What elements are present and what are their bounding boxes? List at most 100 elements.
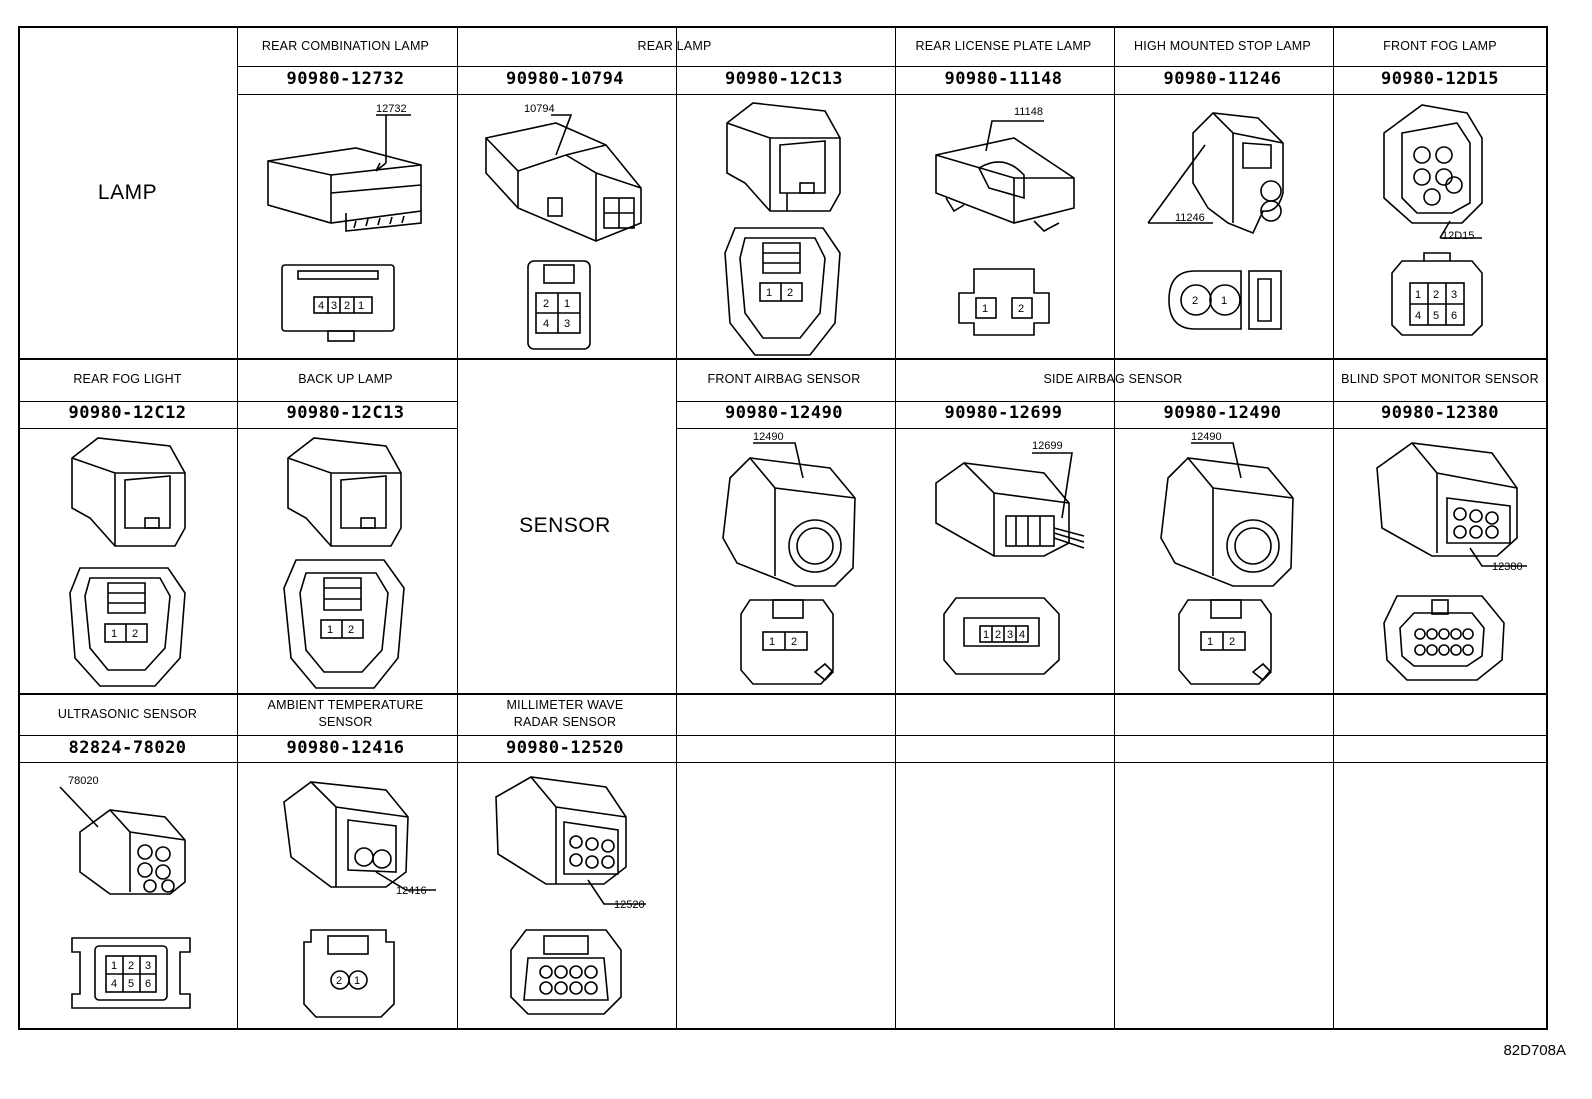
callout-label: 12490 — [753, 431, 784, 443]
pin-label: 2 — [1433, 289, 1439, 301]
part-number: 90980-12416 — [286, 738, 405, 758]
callout-label: 12699 — [1032, 440, 1063, 452]
callout-label: 12D15 — [1442, 230, 1474, 242]
part-number: 90980-12490 — [724, 403, 844, 423]
pin-label: 2 — [791, 636, 797, 648]
pin-label: 4 — [318, 300, 324, 312]
callout-label: 12732 — [376, 103, 407, 115]
title-high-mounted-stop-lamp: HIGH MOUNTED STOP LAMP — [1134, 38, 1311, 53]
pin-label: 2 — [132, 628, 138, 640]
connector-drawing-12C13-row2: 1 2 — [283, 437, 405, 689]
connector-drawing-12490-front: 12490 1 2 — [722, 431, 856, 685]
part-number: 90980-10794 — [505, 68, 625, 89]
connector-drawing-11246: 11246 2 1 — [1147, 112, 1284, 330]
group-label-lamp: LAMP — [97, 181, 158, 204]
pin-label: 1 — [1415, 289, 1421, 301]
connector-drawing-12C12: 1 2 — [69, 437, 186, 687]
part-number: 90980-12490 — [1163, 403, 1282, 423]
pin-label: 1 — [354, 975, 360, 987]
title-ultrasonic-sensor: ULTRASONIC SENSOR — [57, 706, 198, 721]
pin-label: 1 — [1207, 636, 1213, 648]
part-number: 90980-12C12 — [68, 403, 187, 423]
title-line: MILLIMETER WAVE — [506, 698, 624, 712]
connector-drawing-10794: 10794 2 1 4 3 — [485, 103, 642, 350]
title-ambient-temperature-sensor: AMBIENT TEMPERATURE SENSOR — [236, 694, 455, 734]
pin-label: 1 — [983, 629, 989, 641]
part-number: 82824-78020 — [68, 738, 187, 758]
pin-label: 4 — [1019, 629, 1025, 641]
pin-label: 4 — [543, 318, 549, 330]
pin-label: 2 — [1018, 303, 1024, 315]
title-millimeter-wave-radar-sensor: MILLIMETER WAVE RADAR SENSOR — [456, 694, 674, 734]
pin-label: 6 — [145, 978, 151, 990]
pin-label: 3 — [331, 300, 337, 312]
title-rear-combination-lamp: REAR COMBINATION LAMP — [261, 38, 430, 53]
pin-label: 5 — [128, 978, 134, 990]
pin-label: 2 — [787, 287, 793, 299]
pin-label: 3 — [564, 318, 570, 330]
part-number: 90980-11148 — [944, 68, 1063, 89]
title-line: AMBIENT TEMPERATURE — [267, 698, 424, 712]
part-number: 90980-12380 — [1380, 403, 1500, 423]
title-front-fog-lamp: FRONT FOG LAMP — [1383, 38, 1497, 53]
pin-label: 1 — [358, 300, 364, 312]
callout-label: 11148 — [1014, 106, 1043, 118]
part-number: 90980-12C13 — [724, 68, 844, 89]
pin-label: 3 — [1007, 629, 1013, 641]
pin-label: 1 — [982, 303, 988, 315]
callout-label: 11246 — [1175, 212, 1205, 224]
group-label-sensor: SENSOR — [519, 514, 611, 537]
connector-drawing-11148: 11148 1 2 — [935, 106, 1075, 336]
connector-drawing-12520: 12520 — [495, 776, 646, 1015]
connector-drawing-12732: 12732 4 3 2 1 — [267, 103, 422, 342]
callout-label: 78020 — [68, 775, 99, 787]
pin-label: 2 — [1192, 295, 1198, 307]
pin-label: 1 — [111, 628, 117, 640]
part-number: 90980-12699 — [944, 403, 1063, 423]
pin-label: 2 — [1229, 636, 1235, 648]
title-rear-license-plate-lamp: REAR LICENSE PLATE LAMP — [915, 38, 1092, 53]
pin-label: 3 — [145, 960, 151, 972]
pin-label: 1 — [766, 287, 772, 299]
pin-label: 3 — [1451, 289, 1457, 301]
figure-code: 82D708A — [1503, 1042, 1566, 1059]
connector-drawing-12380: 12380 — [1376, 442, 1527, 681]
pin-label: 2 — [128, 960, 134, 972]
callout-label: 12416 — [396, 885, 427, 897]
pin-label: 4 — [111, 978, 117, 990]
pin-label: 1 — [1221, 295, 1227, 307]
part-number: 90980-12732 — [286, 68, 405, 89]
connector-drawing-12C13-row1: 1 2 — [724, 102, 841, 356]
part-number: 90980-12D15 — [1380, 68, 1500, 89]
pin-label: 6 — [1451, 310, 1457, 322]
connector-drawing-12490-side: 12490 1 2 — [1160, 431, 1294, 685]
pin-label: 2 — [348, 624, 354, 636]
pin-label: 1 — [769, 636, 775, 648]
pin-label: 2 — [344, 300, 350, 312]
title-blind-spot-monitor-sensor: BLIND SPOT MONITOR SENSOR — [1341, 371, 1539, 386]
title-rear-lamp: REAR LAMP — [637, 38, 712, 53]
connector-drawing-12D15: 12D15 1 2 3 4 5 6 — [1383, 104, 1483, 336]
pin-label: 1 — [564, 298, 570, 310]
pin-label: 2 — [336, 975, 342, 987]
title-back-up-lamp: BACK UP LAMP — [298, 371, 393, 386]
pin-label: 1 — [327, 624, 333, 636]
title-line: SENSOR — [318, 715, 373, 729]
title-rear-fog-light: REAR FOG LIGHT — [73, 371, 182, 386]
title-line: RADAR SENSOR — [513, 715, 617, 729]
pin-label: 2 — [543, 298, 549, 310]
connector-table — [18, 26, 1548, 1030]
connector-drawing-12699: 12699 1 2 3 4 — [935, 440, 1085, 675]
pin-label: 2 — [995, 629, 1001, 641]
pin-label: 1 — [111, 960, 117, 972]
pin-label: 5 — [1433, 310, 1439, 322]
part-number: 90980-11246 — [1163, 68, 1282, 89]
callout-label: 12520 — [614, 899, 645, 911]
part-number: 90980-12C13 — [286, 403, 405, 423]
title-side-airbag-sensor: SIDE AIRBAG SENSOR — [1043, 371, 1183, 386]
pin-label: 4 — [1415, 310, 1421, 322]
connector-drawing-78020: 78020 1 2 3 4 5 6 — [59, 775, 191, 1009]
part-number: 90980-12520 — [505, 738, 625, 758]
callout-label: 12490 — [1191, 431, 1222, 443]
callout-label: 10794 — [524, 103, 555, 115]
